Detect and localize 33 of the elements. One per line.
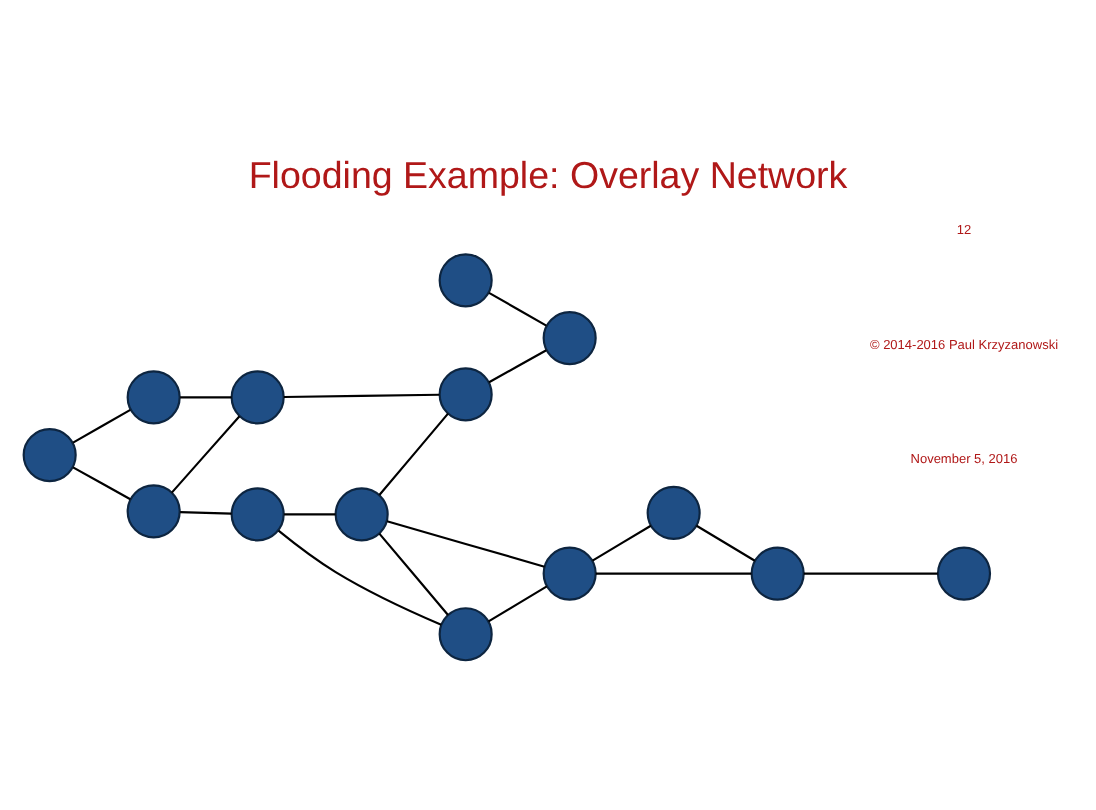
connector [488, 290, 547, 326]
connector [595, 571, 752, 574]
node-circle [22, 427, 77, 482]
connector [386, 519, 545, 567]
connector [378, 411, 449, 495]
node-circle [126, 483, 181, 538]
connector [283, 392, 440, 398]
connector [696, 523, 756, 561]
node-circle [334, 486, 389, 541]
node-circle [646, 484, 701, 539]
node-circle [542, 310, 597, 365]
node-circle [542, 545, 597, 600]
diagram-title: Flooding Example: Overlay Network [248, 152, 848, 195]
connector [488, 348, 547, 383]
connector [72, 465, 131, 500]
node-circle [438, 366, 493, 421]
connector [592, 523, 652, 561]
node-circle [230, 369, 285, 424]
node-circle [438, 252, 493, 307]
node-circle [438, 606, 493, 661]
connector [277, 528, 442, 625]
connector [803, 571, 938, 574]
connector [180, 510, 232, 514]
node-circle [126, 369, 181, 424]
connector [488, 584, 548, 622]
connector [378, 531, 449, 615]
connector [180, 395, 232, 398]
connector [284, 512, 336, 515]
node-circle [936, 545, 992, 600]
node-circle [750, 545, 805, 600]
connector [72, 407, 131, 443]
node-circle [230, 486, 285, 541]
connector [171, 414, 241, 493]
